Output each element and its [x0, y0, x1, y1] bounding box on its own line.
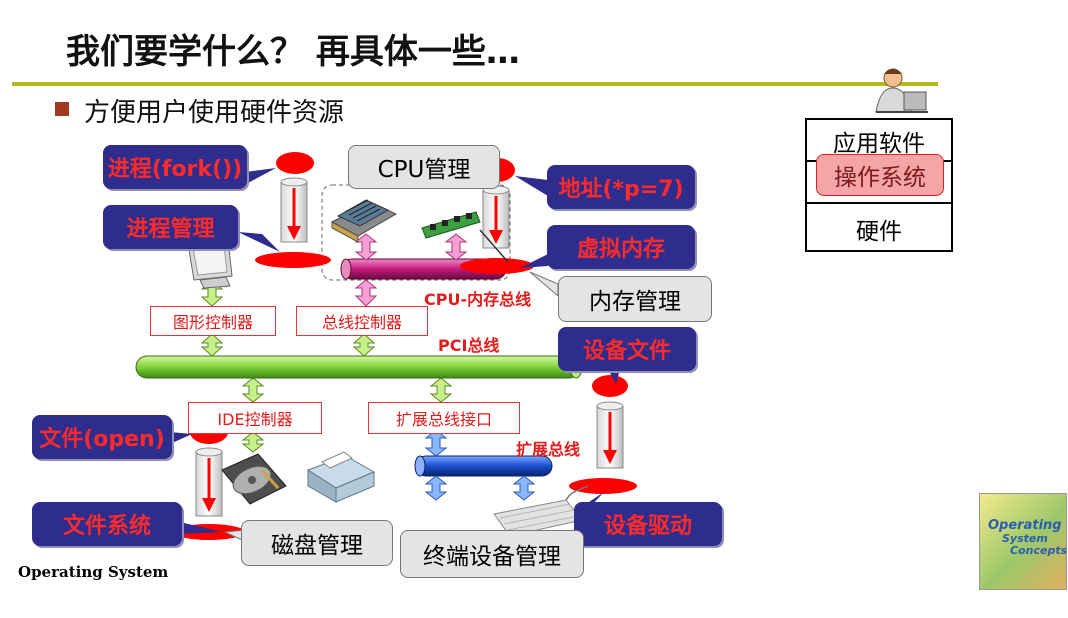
presenter-figure-icon: [875, 68, 928, 113]
callout-device-driver: 设备驱动: [574, 502, 722, 546]
bullet-square-icon: [55, 102, 69, 116]
disk-management-box: 磁盘管理: [241, 520, 393, 566]
callout-file-system: 文件系统: [32, 502, 182, 546]
cpu-management-box: CPU管理: [348, 145, 500, 189]
pink-double-arrows: [354, 233, 468, 307]
callout-file-open: 文件(open): [32, 415, 172, 459]
green-double-arrows: [200, 279, 453, 453]
process-syscall-cylinder: [255, 152, 331, 268]
blue-double-arrows: [424, 429, 536, 501]
book-title-line: System: [1002, 532, 1048, 545]
callout-process-fork: 进程(fork()): [103, 145, 247, 189]
cpu-memory-bus-label: CPU-内存总线: [424, 290, 532, 309]
ide-controller: IDE控制器: [188, 402, 322, 434]
device-syscall-cylinder: [569, 375, 637, 494]
layer-os: 操作系统: [816, 154, 944, 196]
book-title-line: Operating: [988, 518, 1062, 533]
layer-hardware: 硬件: [856, 219, 902, 245]
layer-application: 应用软件: [833, 131, 925, 157]
bus-controller: 总线控制器: [296, 306, 428, 336]
terminal-management-box: 终端设备管理: [400, 530, 584, 578]
footer-text: Operating System: [18, 563, 169, 581]
expansion-bus-label: 扩展总线: [516, 440, 581, 459]
layer-divider: [807, 202, 951, 204]
layer-stack: 应用软件 操作系统 硬件: [805, 118, 953, 252]
callout-address: 地址(*p=7): [547, 165, 695, 209]
title-rule: [12, 82, 938, 86]
printer-icon: [306, 451, 376, 503]
memory-management-box: 内存管理: [558, 276, 712, 322]
callout-virtual-memory: 虚拟内存: [547, 225, 695, 269]
bullet-text: 方便用户使用硬件资源: [84, 98, 345, 128]
cpu-chip-icon: [330, 199, 398, 243]
graphics-controller: 图形控制器: [150, 306, 276, 336]
callout-process-management: 进程管理: [103, 205, 238, 249]
book-title-line: Concepts: [1010, 544, 1068, 557]
pci-bus-label: PCI总线: [438, 336, 500, 355]
pci-bus: [135, 355, 583, 379]
os-concepts-book-cover: Operating System Concepts: [979, 493, 1067, 590]
slide-title: 我们要学什么？ 再具体一些…: [66, 32, 520, 72]
callout-device-file: 设备文件: [558, 327, 696, 371]
memory-module-icon: [421, 211, 509, 263]
expansion-bus-interface: 扩展总线接口: [368, 402, 520, 434]
hard-disk-icon: [221, 453, 287, 505]
expansion-bus: [414, 455, 553, 477]
